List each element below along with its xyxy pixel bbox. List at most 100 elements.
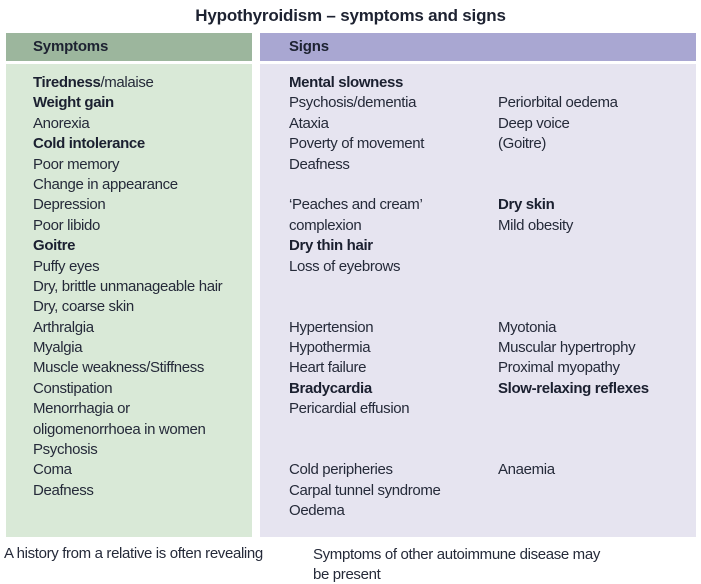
symptom-text: Poor libido (33, 216, 101, 234)
sign-text (498, 501, 696, 521)
sign-text (498, 73, 696, 93)
sign-text: Dry skin (498, 196, 555, 214)
sign-row: Dry thin hair (289, 236, 696, 256)
sign-text: Myotonia (498, 318, 557, 336)
symptom-row: Dry, coarse skin (33, 297, 252, 317)
symptom-text: Change in appearance (33, 175, 178, 193)
symptom-row: Arthralgia (33, 318, 252, 338)
symptom-row: oligomenorrhoea in women (33, 420, 252, 440)
symptom-row: Anorexia (33, 114, 252, 134)
sign-text: Periorbital oedema (498, 94, 618, 112)
symptom-text: Deafness (33, 481, 94, 499)
symptom-row: Psychosis (33, 440, 252, 460)
sign-text: complexion (289, 216, 362, 234)
footnote-right: Symptoms of other autoimmune disease may… (313, 546, 600, 583)
symptom-row: Weight gain (33, 93, 252, 113)
symptom-text: Myalgia (33, 339, 83, 357)
symptoms-header: Symptoms (6, 33, 252, 61)
sign-text: Slow-relaxing reflexes (498, 379, 649, 397)
sign-row: complexion Mild obesity (289, 216, 696, 236)
sign-text (498, 257, 696, 277)
sign-text: Proximal myopathy (498, 359, 620, 377)
sign-text: ‘Peaches and cream’ (289, 196, 423, 214)
sign-row: ‘Peaches and cream’ Dry skin (289, 195, 696, 215)
sign-text: Muscular hypertrophy (498, 339, 636, 357)
sign-text (498, 175, 696, 195)
sign-text (289, 420, 498, 440)
sign-row (289, 277, 696, 297)
sign-row: Pericardial effusion (289, 399, 696, 419)
sign-row: Oedema (289, 501, 696, 521)
symptom-text: Constipation (33, 379, 113, 397)
sign-row (289, 175, 696, 195)
sign-text: Bradycardia (289, 379, 372, 397)
sign-text: Cold peripheries (289, 461, 393, 479)
sign-text (498, 399, 696, 419)
sign-row: Poverty of movement (Goitre) (289, 134, 696, 154)
symptom-row: Depression (33, 195, 252, 215)
symptom-text: Dry, brittle unmanageable hair (33, 277, 223, 295)
sign-text (289, 277, 498, 297)
sign-text (498, 236, 696, 256)
symptom-row: Tiredness/malaise (33, 73, 252, 93)
symptom-text: Tiredness (33, 74, 101, 91)
sign-text (498, 277, 696, 297)
sign-text: Mental slowness (289, 74, 403, 91)
sign-row (289, 297, 696, 317)
sign-text (289, 175, 498, 195)
page-title: Hypothyroidism – symptoms and signs (195, 6, 506, 25)
sign-row: Psychosis/dementia Periorbital oedema (289, 93, 696, 113)
sign-text: Mild obesity (498, 216, 573, 234)
sign-text (498, 440, 696, 460)
symptom-text: Depression (33, 196, 106, 214)
sign-text: (Goitre) (498, 135, 547, 153)
sign-row (289, 440, 696, 460)
sign-text: Heart failure (289, 359, 367, 377)
sign-row: Bradycardia Slow-relaxing reflexes (289, 379, 696, 399)
sign-row (289, 420, 696, 440)
symptom-row: Constipation (33, 379, 252, 399)
sign-text: Deep voice (498, 114, 570, 132)
sign-text (498, 297, 696, 317)
signs-header-label: Signs (289, 38, 329, 55)
sign-text (289, 297, 498, 317)
symptoms-header-label: Symptoms (33, 38, 109, 55)
symptom-row: Menorrhagia or (33, 399, 252, 419)
symptom-text: Poor memory (33, 155, 120, 173)
symptom-row: Muscle weakness/Stiffness (33, 358, 252, 378)
symptom-text: Menorrhagia or (33, 400, 130, 418)
signs-header: Signs (260, 33, 696, 61)
sign-text: Psychosis/dementia (289, 94, 417, 112)
symptom-row: Goitre (33, 236, 252, 256)
symptom-text: /malaise (100, 74, 154, 91)
symptom-text: Cold intolerance (33, 135, 145, 153)
sign-text: Ataxia (289, 114, 329, 132)
sign-text (289, 440, 498, 460)
symptom-row: Coma (33, 460, 252, 480)
sign-text: Deafness (289, 155, 350, 173)
symptom-text: Anorexia (33, 114, 90, 132)
symptom-text: Muscle weakness/Stiffness (33, 359, 205, 377)
sign-text (498, 481, 696, 501)
symptom-text: Goitre (33, 237, 76, 255)
symptom-row: Puffy eyes (33, 257, 252, 277)
sign-text (498, 155, 696, 175)
sign-text: Hypothermia (289, 339, 371, 357)
symptom-text: oligomenorrhoea in women (33, 420, 206, 438)
sign-text: Anaemia (498, 461, 555, 479)
symptom-text: Dry, coarse skin (33, 298, 134, 316)
symptom-row: Deafness (33, 481, 252, 501)
symptom-text: Arthralgia (33, 318, 94, 336)
sign-row: Deafness (289, 155, 696, 175)
footnote-left: A history from a relative is often revea… (4, 545, 263, 562)
sign-text: Poverty of movement (289, 135, 425, 153)
sign-row: Ataxia Deep voice (289, 114, 696, 134)
sign-text: Dry thin hair (289, 237, 373, 255)
symptom-text: Psychosis (33, 441, 98, 459)
symptom-text: Weight gain (33, 94, 114, 112)
